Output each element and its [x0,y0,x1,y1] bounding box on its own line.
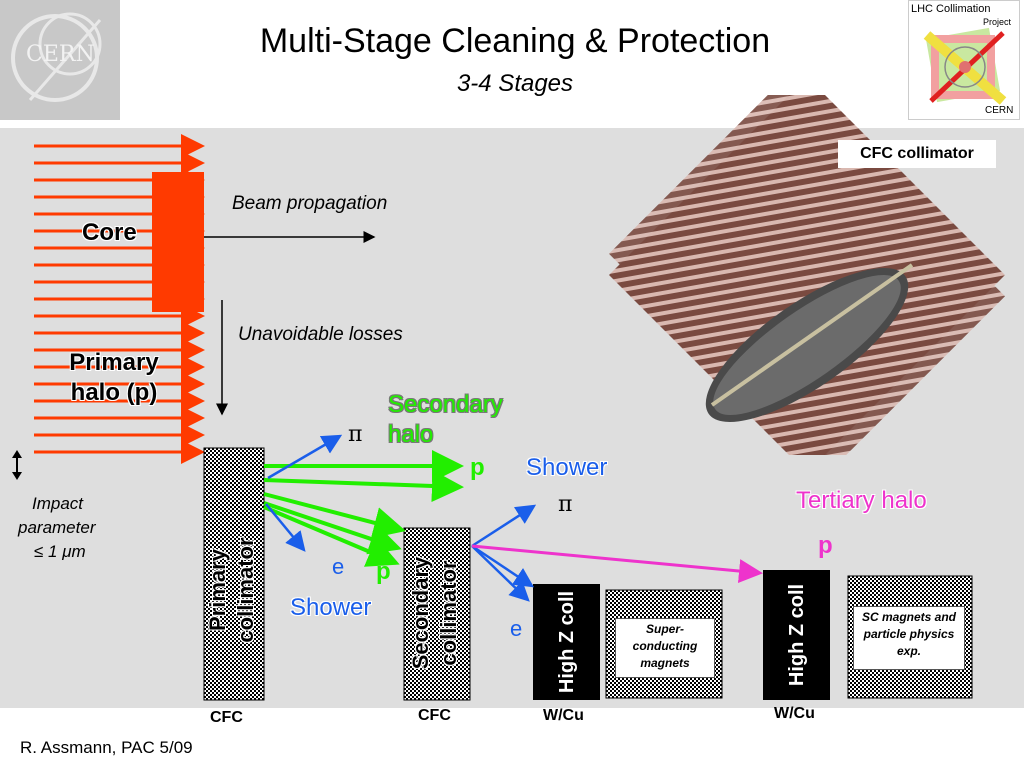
primary-halo-label: Primary halo (p) [69,349,159,406]
cfc-label-1: CFC [210,709,243,726]
secondary-collimator-label: Secondary collimator [408,556,461,670]
wcu-label-1: W/Cu [543,707,584,724]
high-z-collimator-2-block [763,570,830,700]
sc-physics-note: SC magnets and particle physics exp. [853,606,965,670]
primary-collimator-block [203,447,265,701]
cfc-collimator-photo [592,77,1022,473]
unavoidable-losses-label: Unavoidable losses [238,324,403,345]
cfc-label-2: CFC [418,707,451,724]
lhc-logo-graphic [923,27,1007,105]
e-label-2: e [510,616,523,641]
cern-logo: CERN [0,0,120,120]
sc-magnets-note: Super-conducting magnets [615,618,715,678]
cfc-collimator-label: CFC collimator [838,140,996,168]
high-z-collimator-1-block [533,584,600,700]
primary-collimator-label: Primary collimator [205,537,258,643]
e-label-1: e [332,554,345,579]
lhc-logo-line3: CERN [985,105,1014,116]
secondary-halo-arrows [263,450,464,567]
p-label-1: p [470,454,485,481]
p-label-2: p [376,558,391,585]
cern-logo-text: CERN [26,42,95,67]
beam-propagation-label: Beam propagation [232,193,388,214]
slide-header [0,0,1024,120]
impact-parameter-line3: ≤ 1 μm [34,542,86,561]
impact-parameter-line2: parameter [18,518,96,537]
pi-label-1: π [348,422,363,447]
lhc-collimation-logo: LHC Collimation Project CERN [908,0,1020,120]
secondary-collimator-block [403,527,471,701]
core-label: Core [82,219,137,246]
tertiary-halo-arrow [471,544,763,583]
secondary-halo-label: Secondary halo [388,391,503,448]
shower-label-1: Shower [526,454,608,481]
shower-label-2: Shower [290,594,372,621]
wcu-label-2: W/Cu [774,705,815,722]
slide-subtitle: 3-4 Stages [456,70,574,97]
footer-author: R. Assmann, PAC 5/09 [20,738,193,757]
lhc-logo-line2: Project [983,17,1012,27]
cern-logo-graphic [11,12,102,102]
impact-parameter-line1: Impact [32,494,84,513]
slide-title: Multi-Stage Cleaning & Protection [259,22,771,60]
high-z-coll-1-label: High Z coll [556,590,578,694]
lhc-logo-line1: LHC Collimation [911,3,991,15]
beam-core-block [152,172,204,312]
p-label-3: p [818,532,833,559]
pi-label-2: π [558,492,573,517]
shower-arrows [265,434,537,602]
high-z-coll-2-label: High Z coll [786,583,808,687]
cfc-collimator-image [609,77,1005,473]
tertiary-halo-label: Tertiary halo [796,487,927,514]
